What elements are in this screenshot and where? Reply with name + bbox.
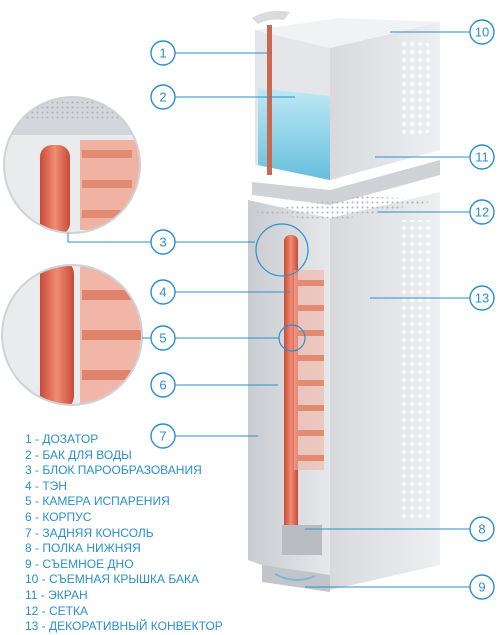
- tank-lid: [255, 18, 440, 48]
- chamber: [294, 270, 324, 470]
- callout-label-12: 12: [475, 205, 489, 220]
- legend-item: 7 - ЗАДНЯЯ КОНСОЛЬ: [25, 525, 154, 540]
- water: [258, 88, 330, 180]
- lower-shelf: [282, 525, 322, 555]
- callout-label-13: 13: [475, 291, 489, 306]
- callout-marker-2: [150, 84, 176, 110]
- zoom-evaporation-chamber: [1, 264, 143, 406]
- callout-marker-8: [469, 516, 495, 542]
- removable-bottom: [262, 565, 330, 592]
- callout-label-8: 8: [478, 522, 485, 537]
- callout-marker-3: [150, 229, 176, 255]
- callout-marker-12: [469, 199, 495, 225]
- legend-item: 4 - ТЭН: [25, 478, 67, 493]
- callout-label-11: 11: [475, 150, 489, 165]
- callout-marker-11: [469, 144, 495, 170]
- legend-item: 1 - ДОЗАТОР: [25, 432, 99, 446]
- callout-label-4: 4: [159, 285, 166, 300]
- callout-label-5: 5: [159, 331, 166, 346]
- callout-label-1: 1: [159, 46, 166, 61]
- bottom-coil: [274, 573, 316, 581]
- legend-item: 11 - ЭКРАН: [25, 587, 88, 602]
- leader-lines: [175, 31, 470, 588]
- callout-label-6: 6: [159, 378, 166, 393]
- legend-item: 6 - КОРПУС: [25, 509, 92, 524]
- legend-item: 10 - СЪЕМНАЯ КРЫШКА БАКА: [25, 572, 199, 587]
- legend-item: 5 - КАМЕРА ИСПАРЕНИЯ: [25, 494, 170, 509]
- callout-label-9: 9: [478, 580, 485, 595]
- dispenser-rod: [267, 25, 272, 175]
- humidifier-body: [248, 10, 440, 592]
- legend-item: 2 - БАК ДЛЯ ВОДЫ: [25, 447, 132, 462]
- legend-item: 8 - ПОЛКА НИЖНЯЯ: [25, 541, 141, 556]
- screen: [252, 160, 440, 205]
- highlight-steam-block: [255, 223, 309, 277]
- chamber-fins: [298, 280, 324, 461]
- perforation-front: [400, 220, 430, 520]
- legend-item: 12 - СЕТКА: [25, 603, 89, 618]
- zoom-steam-block: [3, 96, 141, 234]
- legend-item: 3 - БЛОК ПАРООБРАЗОВАНИЯ: [25, 463, 202, 478]
- callout-marker-4: [150, 279, 176, 305]
- callout-label-10: 10: [475, 25, 489, 40]
- callout-label-2: 2: [159, 90, 166, 105]
- callout-marker-6: [150, 372, 176, 398]
- callout-marker-7: [150, 423, 176, 449]
- legend-item: 13 - ДЕКОРАТИВНЫЙ КОНВЕКТОР: [25, 619, 223, 634]
- dispenser-cap: [252, 10, 290, 24]
- legend-item: 9 - СЪЕМНОЕ ДНО: [25, 556, 134, 571]
- mesh: [252, 196, 440, 222]
- callout-marker-1: [150, 40, 176, 66]
- callout-marker-5: [150, 325, 176, 351]
- callout-label-7: 7: [159, 429, 166, 444]
- callout-label-3: 3: [159, 235, 166, 250]
- connector-a: [67, 233, 255, 243]
- callout-marker-10: [469, 19, 495, 45]
- callout-marker-9: [469, 574, 495, 600]
- callout-marker-13: [469, 285, 495, 311]
- perforation-top: [400, 40, 430, 135]
